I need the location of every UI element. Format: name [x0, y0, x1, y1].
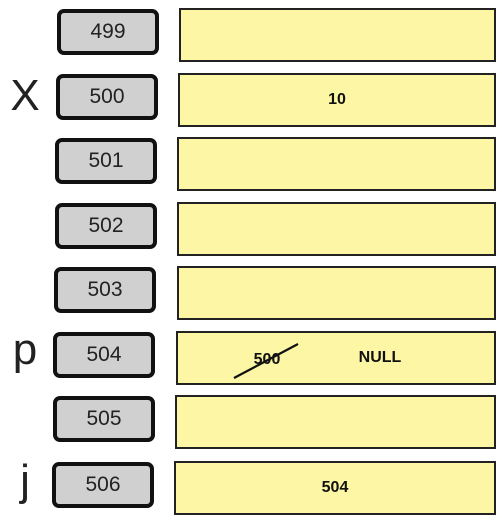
memory-cell — [177, 137, 496, 191]
memory-row-505: 505 — [0, 392, 502, 450]
memory-cell-x: 10 — [178, 73, 496, 127]
variable-label-x: X — [10, 71, 40, 120]
variable-label-j: j — [20, 456, 30, 505]
address-box: 501 — [55, 138, 157, 184]
address-box: 505 — [53, 396, 155, 442]
address-box: 502 — [55, 203, 157, 249]
struck-old-value: 500 — [232, 341, 302, 379]
variable-label — [0, 5, 50, 63]
address-box: 506 — [52, 462, 154, 508]
memory-row-501: 501 — [0, 134, 502, 192]
memory-cell — [179, 8, 496, 62]
memory-row-500: X 500 10 — [0, 70, 502, 128]
address-box: 504 — [53, 332, 155, 378]
new-pointer-value: NULL — [358, 349, 402, 366]
variable-label-p: p — [12, 325, 38, 374]
memory-cell — [177, 202, 496, 256]
memory-row-503: 503 — [0, 263, 502, 321]
memory-cell-p: 500 NULL — [176, 331, 496, 385]
address-box: 500 — [56, 74, 158, 120]
strike-through-line — [233, 343, 299, 379]
memory-row-506: j 506 504 — [0, 458, 502, 516]
address-box: 499 — [57, 9, 159, 55]
memory-cell — [175, 395, 496, 449]
memory-cell-j: 504 — [174, 461, 496, 515]
memory-row-502: 502 — [0, 199, 502, 257]
memory-row-504: p 504 500 NULL — [0, 328, 502, 386]
variable-label — [0, 134, 50, 192]
variable-label — [0, 263, 50, 321]
variable-label — [0, 392, 50, 450]
variable-label — [0, 199, 50, 257]
memory-cell — [177, 266, 496, 320]
memory-row-499: 499 — [0, 5, 502, 63]
address-box: 503 — [54, 267, 156, 313]
